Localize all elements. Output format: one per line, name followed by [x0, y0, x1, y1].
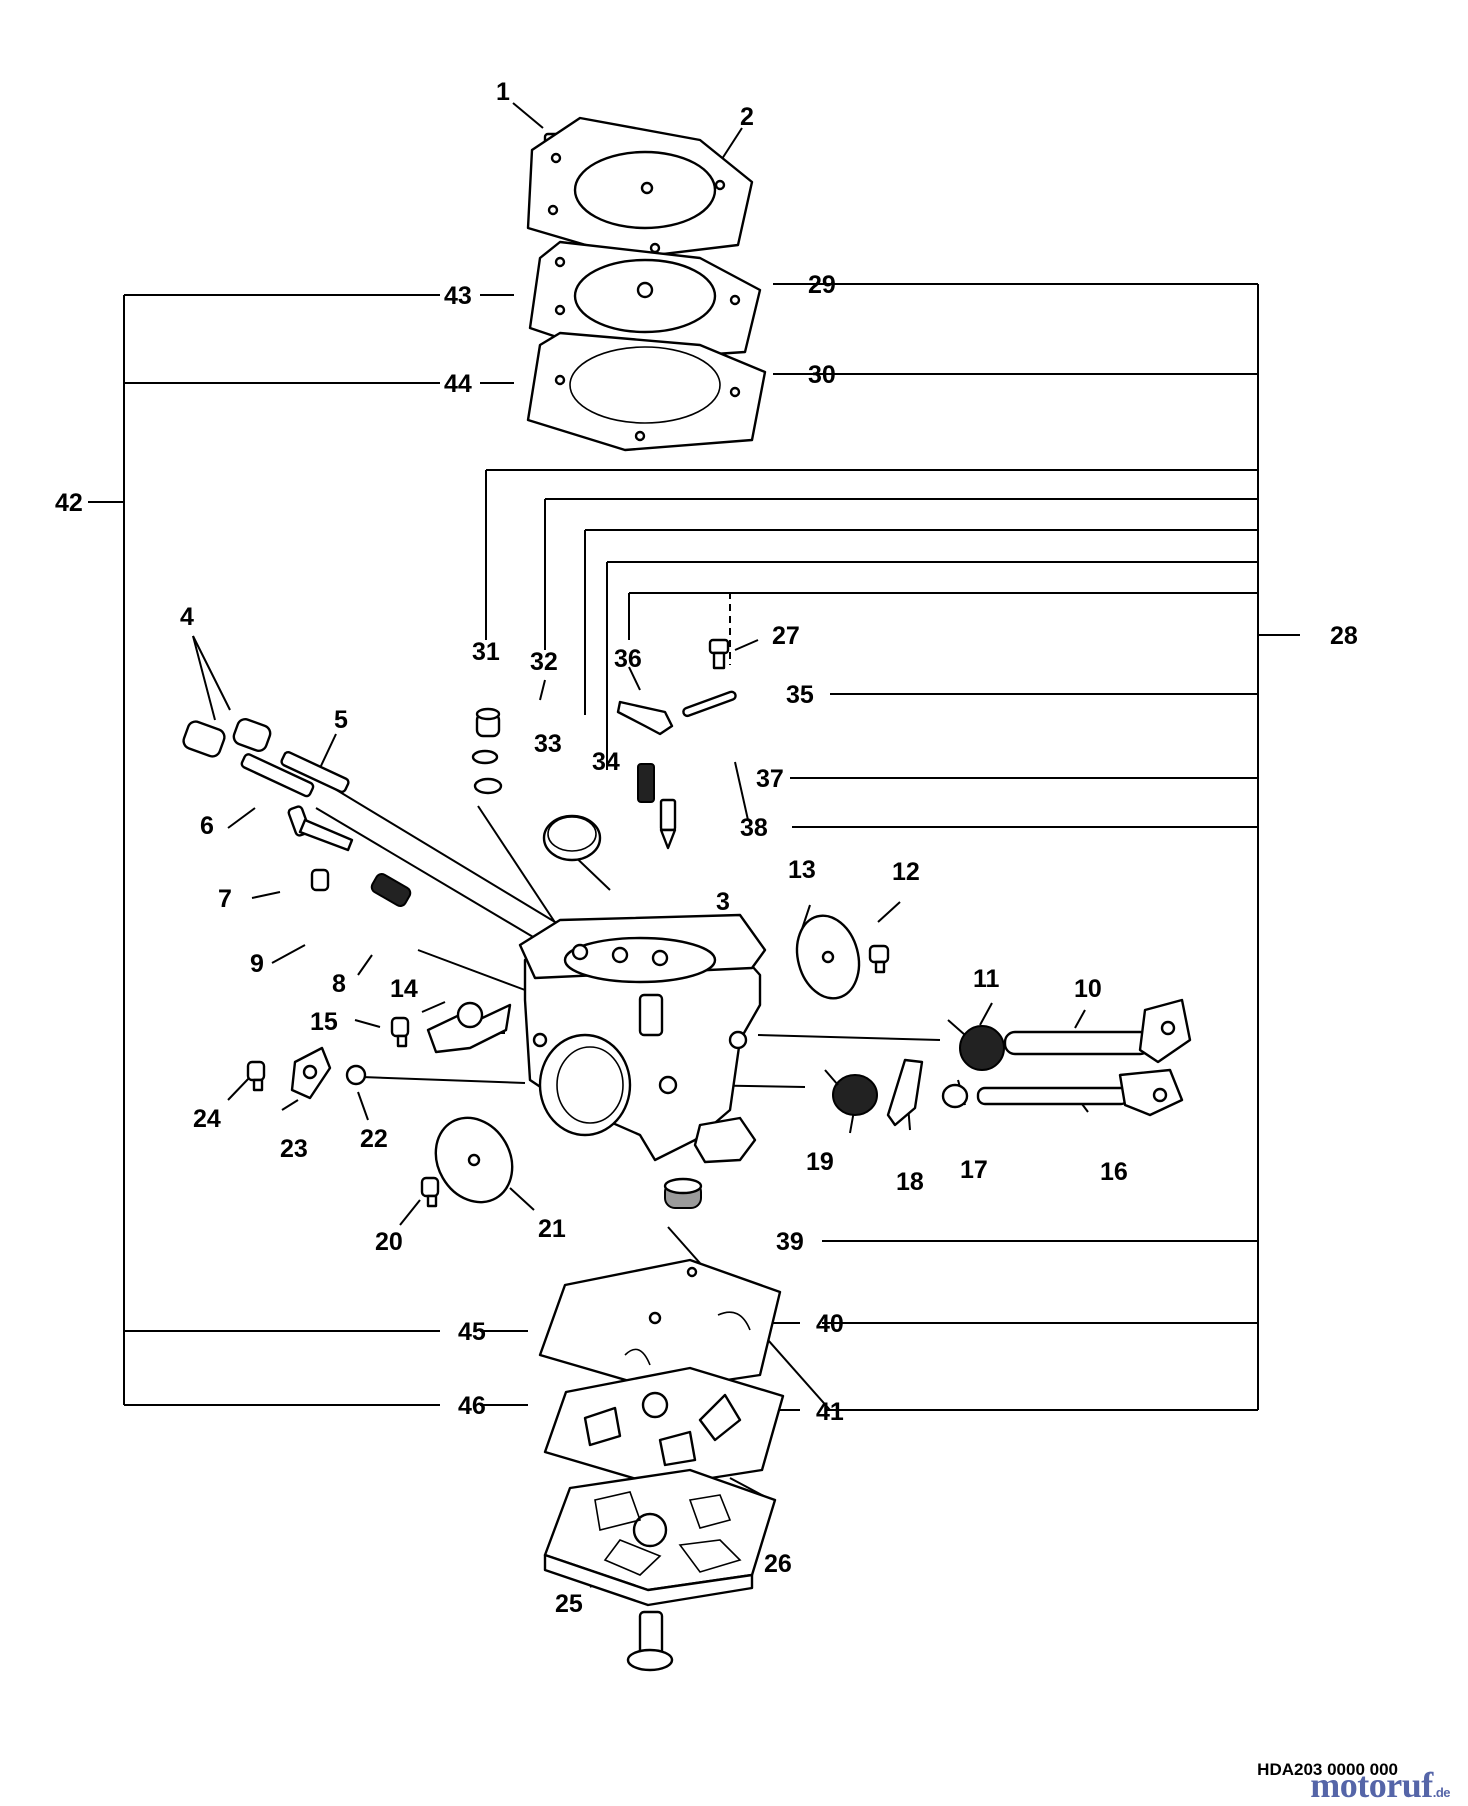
label-11: 11 [973, 965, 1000, 993]
label-39: 39 [776, 1228, 804, 1256]
part-20-screw [420, 1176, 440, 1208]
label-28: 28 [1330, 622, 1358, 650]
label-44: 44 [444, 370, 472, 398]
part-31-cap [475, 707, 501, 738]
label-5: 5 [334, 706, 348, 734]
bracket-lines [88, 283, 1300, 1411]
part-29-pump-diaphragm [528, 240, 762, 362]
part-33-washer [473, 777, 503, 795]
label-32: 32 [530, 648, 558, 676]
label-9: 9 [250, 950, 264, 978]
part-15-screw [390, 1016, 410, 1048]
part-labels: 1 2 3 4 5 6 7 8 9 10 11 12 13 14 15 16 1… [55, 78, 1358, 1618]
label-12: 12 [892, 858, 920, 886]
label-45: 45 [458, 1318, 486, 1346]
label-29: 29 [808, 271, 836, 299]
label-38: 38 [740, 814, 768, 842]
label-40: 40 [816, 1310, 844, 1338]
motoruf-logo[interactable]: motoruf.de [1310, 1764, 1450, 1806]
part-37-spring [637, 763, 655, 803]
label-43: 43 [444, 282, 472, 310]
part-12-screw [868, 944, 890, 974]
label-15: 15 [310, 1008, 338, 1036]
label-19: 19 [806, 1148, 834, 1176]
label-34: 34 [592, 748, 620, 776]
label-25: 25 [555, 1590, 583, 1618]
label-14: 14 [390, 975, 418, 1003]
part-9-pin [310, 868, 330, 892]
part-11-choke-spring [947, 1019, 1005, 1071]
label-18: 18 [896, 1168, 924, 1196]
part-25-screw [626, 1610, 674, 1672]
part-32-clip [471, 749, 499, 765]
label-33: 33 [534, 730, 562, 758]
part-21-throttle-plate [434, 1116, 514, 1204]
part-40-metering-gasket [538, 1258, 782, 1392]
logo-suffix: .de [1432, 1785, 1451, 1800]
label-23: 23 [280, 1135, 308, 1163]
part-34-welch-plug [542, 814, 602, 862]
label-35: 35 [786, 681, 814, 709]
part-41-metering-diaphragm [543, 1366, 785, 1488]
label-37: 37 [756, 765, 784, 793]
label-26: 26 [764, 1550, 792, 1578]
part-17-ring [941, 1083, 969, 1109]
parts [182, 116, 1192, 1672]
label-13: 13 [788, 856, 816, 884]
part-13-choke-plate [795, 914, 861, 1000]
label-22: 22 [360, 1125, 388, 1153]
label-41: 41 [816, 1398, 844, 1426]
label-8: 8 [332, 970, 346, 998]
label-24: 24 [193, 1105, 221, 1133]
label-21: 21 [538, 1215, 566, 1243]
part-22-clip [345, 1064, 367, 1086]
label-46: 46 [458, 1392, 486, 1420]
label-20: 20 [375, 1228, 403, 1256]
label-16: 16 [1100, 1158, 1128, 1186]
label-2: 2 [740, 103, 754, 131]
label-10: 10 [1074, 975, 1102, 1003]
part-8-spring [370, 873, 412, 907]
part-2-pump-cover [526, 116, 754, 260]
logo-name: motoruf [1310, 1765, 1433, 1805]
part-18-throttle-lever [886, 1058, 924, 1127]
label-42: 42 [55, 489, 83, 517]
part-6-low-speed-needle [240, 753, 315, 798]
label-31: 31 [472, 638, 500, 666]
part-5-high-speed-needle [280, 750, 350, 794]
part-16-throttle-shaft [976, 1068, 1184, 1117]
part-27-screw [708, 638, 730, 670]
part-39-filter-screen [663, 1177, 703, 1209]
part-4-limiter-caps [182, 718, 272, 758]
part-19-throttle-spring [824, 1069, 878, 1116]
label-6: 6 [200, 812, 214, 840]
diagram-code: HDA203 0000 000 [1257, 1760, 1398, 1779]
part-3-carburetor-body [518, 913, 767, 1164]
label-17: 17 [960, 1156, 988, 1184]
label-27: 27 [772, 622, 800, 650]
label-7: 7 [218, 885, 232, 913]
part-7-idle-screw [287, 805, 354, 852]
label-4: 4 [180, 603, 194, 631]
label-36: 36 [614, 645, 642, 673]
label-30: 30 [808, 361, 836, 389]
part-26-metering-cover [543, 1468, 777, 1607]
label-1: 1 [496, 78, 510, 106]
part-36-metering-lever [616, 700, 674, 736]
part-10-choke-shaft [1003, 998, 1192, 1064]
part-35-pin [682, 690, 737, 718]
part-24-screw [246, 1060, 266, 1092]
label-3: 3 [716, 888, 730, 916]
part-30-pump-gasket [526, 331, 767, 452]
part-38-inlet-needle [659, 798, 677, 850]
